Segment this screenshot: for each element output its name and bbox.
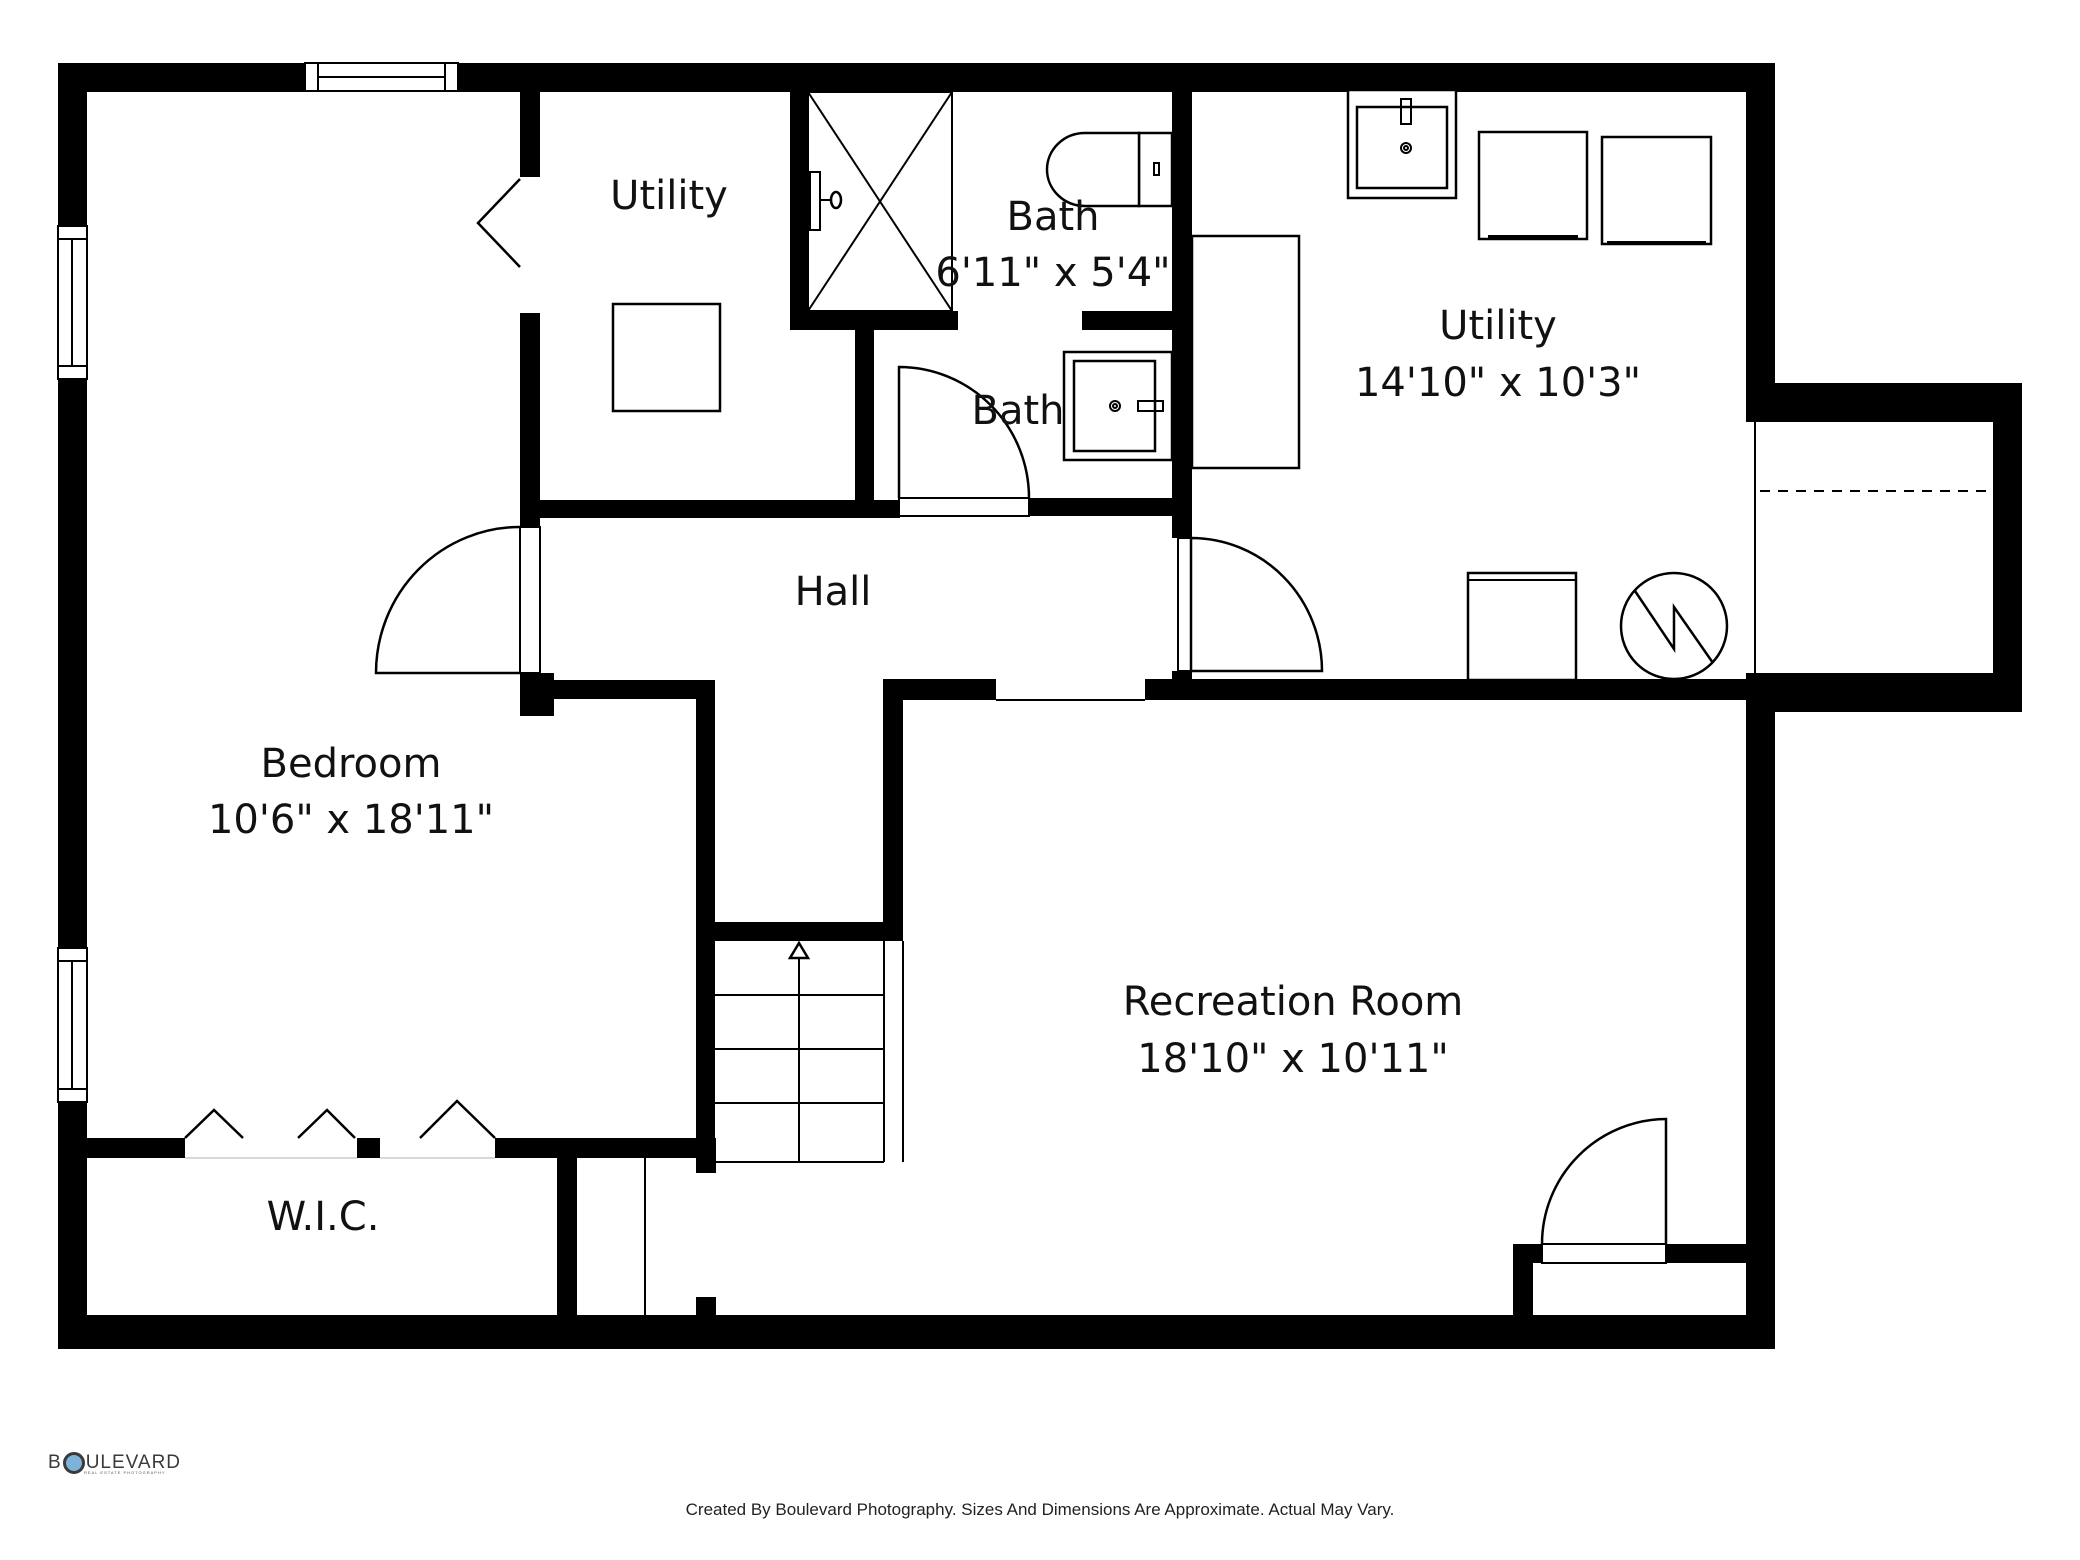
room-dims-recreation: 18'10" x 10'11" — [1137, 1036, 1448, 1082]
logo-tagline: REAL ESTATE PHOTOGRAPHY — [84, 1470, 166, 1475]
shower-icon — [807, 91, 953, 312]
room-label-hall: Hall — [795, 569, 872, 615]
room-dims-utility-large: 14'10" x 10'3" — [1355, 360, 1641, 406]
room-label-wic: W.I.C. — [267, 1194, 380, 1240]
brand-logo: B ULEVARD REAL ESTATE PHOTOGRAPHY — [48, 1448, 181, 1478]
door-rec-closet — [1540, 1117, 1668, 1264]
dryer-icon — [1600, 135, 1713, 246]
window-left-lower — [57, 947, 88, 1103]
logo-suffix: ULEVARD — [85, 1452, 182, 1473]
room-label-utility-small: Utility — [610, 173, 728, 219]
room-label-utility-large: Utility — [1439, 303, 1557, 349]
bath-sink-icon — [1062, 350, 1174, 462]
door-bath-lower — [897, 365, 1031, 517]
washer-icon — [1477, 130, 1589, 241]
counter-icon — [1190, 234, 1301, 470]
bifold-door-utility — [476, 178, 521, 268]
interior-walls — [87, 63, 1775, 1328]
room-label-recreation: Recreation Room — [1123, 979, 1464, 1025]
door-bedroom — [374, 525, 541, 675]
logo-prefix: B — [48, 1452, 62, 1473]
furnace-icon — [1466, 571, 1578, 682]
window-left-upper — [57, 225, 88, 380]
room-label-bath-upper: Bath — [1007, 194, 1100, 240]
room-label-bath-lower: Bath — [972, 388, 1065, 434]
room-dims-bath-upper: 6'11" x 5'4" — [935, 250, 1170, 296]
window-top — [304, 62, 459, 92]
room-label-bedroom: Bedroom — [261, 741, 442, 787]
wic-bifold-doors — [184, 1099, 496, 1159]
cabinet-icon — [611, 302, 722, 413]
stairs-icon — [715, 940, 904, 1163]
footer-disclaimer: Created By Boulevard Photography. Sizes … — [685, 1500, 1395, 1519]
room-dims-bedroom: 10'6" x 18'11" — [208, 797, 494, 843]
utility-sink-icon — [1346, 88, 1458, 200]
house-icon — [62, 1452, 85, 1474]
water-heater-icon — [1619, 571, 1729, 681]
door-utility — [1177, 536, 1324, 673]
toilet-icon — [1045, 131, 1174, 208]
